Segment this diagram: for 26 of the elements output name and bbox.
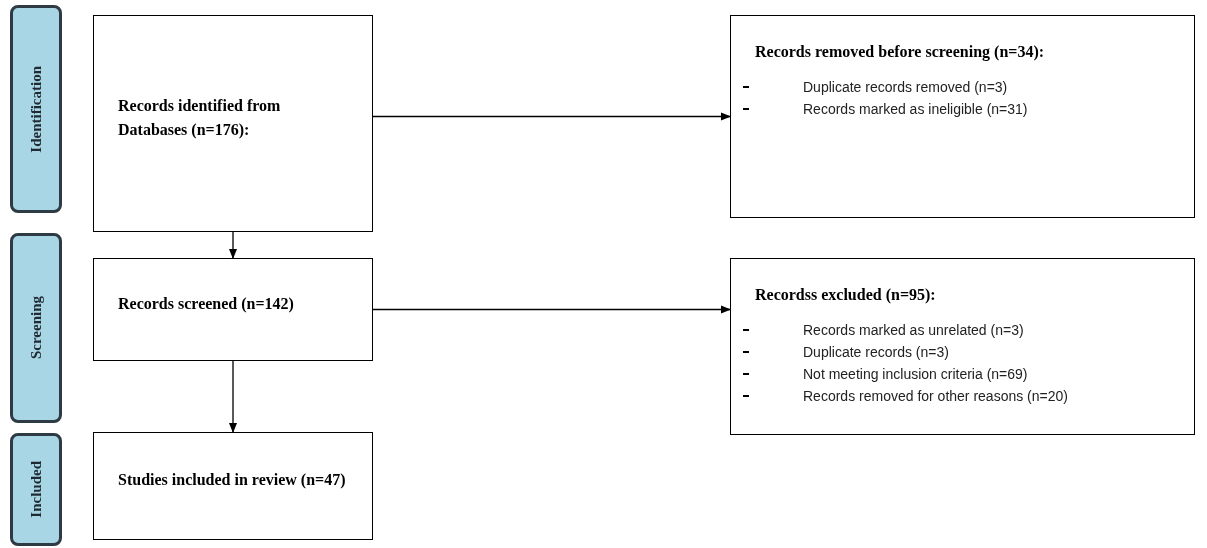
box-heading: Records identified from Databases (n=176): [118, 95, 282, 141]
stage-label: Identification [26, 65, 45, 153]
arrow [372, 305, 731, 314]
process-box [730, 258, 1195, 435]
process-box [93, 15, 373, 232]
stage-band [10, 5, 62, 213]
stage-label: Screening [26, 296, 45, 360]
list-item: Not meeting inclusion criteria (n=69) [803, 365, 1028, 384]
list-item: Records marked as ineligible (n=31) [803, 100, 1028, 119]
list-item: Records removed for other reasons (n=20) [803, 387, 1068, 406]
process-box [93, 258, 373, 361]
box-heading: Records removed before screening (n=34): [755, 42, 1046, 63]
stage-band [10, 233, 62, 423]
stage-band [10, 433, 62, 546]
arrow [229, 360, 237, 433]
stage-label: Included [26, 461, 45, 518]
box-heading: Studies included in review (n=47) [118, 470, 347, 491]
process-box [93, 432, 373, 540]
box-heading: Recordss excluded (n=95): [755, 285, 937, 306]
box-heading: Records screened (n=142) [118, 293, 295, 315]
list-item: Duplicate records (n=3) [803, 343, 949, 362]
arrow [229, 231, 237, 259]
arrow [372, 112, 731, 121]
list-item: Duplicate records removed (n=3) [803, 78, 1008, 97]
list-item: Records marked as unrelated (n=3) [803, 321, 1024, 340]
process-box [730, 15, 1195, 218]
